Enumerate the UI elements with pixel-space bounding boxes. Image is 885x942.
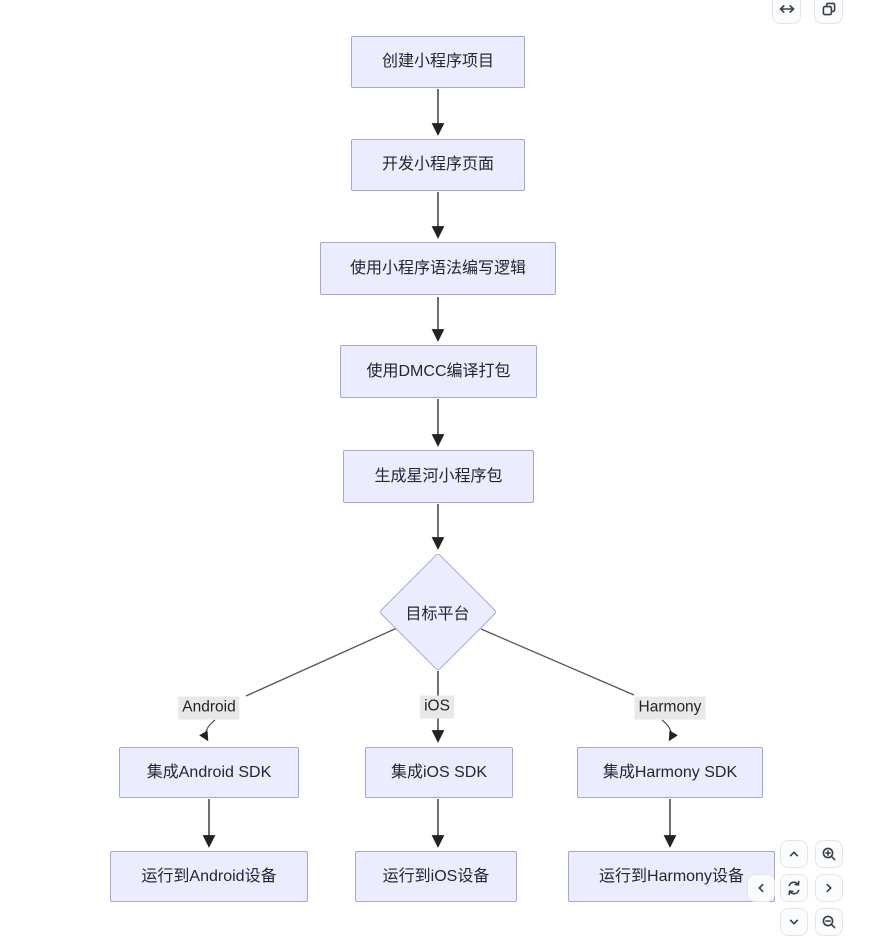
edge-label-ios: iOS <box>420 695 454 719</box>
zoom-in-icon <box>821 846 837 862</box>
node-write-logic: 使用小程序语法编写逻辑 <box>320 242 556 295</box>
edge-label-harmony: Harmony <box>634 696 706 720</box>
pan-up-icon <box>786 846 802 862</box>
node-ios-sdk: 集成iOS SDK <box>365 747 513 798</box>
node-target-platform: 目标平台 <box>378 552 497 671</box>
pan-down-button[interactable] <box>780 908 808 936</box>
node-develop-pages: 开发小程序页面 <box>351 139 525 191</box>
node-generate-package: 生成星河小程序包 <box>343 450 534 503</box>
zoom-out-button[interactable] <box>815 908 843 936</box>
edge-label-android: Android <box>178 696 240 720</box>
zoom-out-icon <box>821 914 837 930</box>
pan-up-button[interactable] <box>780 840 808 868</box>
refresh-button[interactable] <box>780 874 808 902</box>
fit-width-icon <box>778 1 796 17</box>
copy-button[interactable] <box>814 0 843 24</box>
node-create-project: 创建小程序项目 <box>351 36 525 88</box>
pan-left-button[interactable] <box>747 874 775 902</box>
node-android-sdk: 集成Android SDK <box>119 747 299 798</box>
node-label: 目标平台 <box>405 605 470 623</box>
node-run-android: 运行到Android设备 <box>110 851 308 902</box>
pan-left-icon <box>753 880 769 896</box>
node-run-harmony: 运行到Harmony设备 <box>568 851 775 902</box>
zoom-in-button[interactable] <box>815 840 843 868</box>
node-run-ios: 运行到iOS设备 <box>355 851 517 902</box>
pan-right-icon <box>821 880 837 896</box>
node-dmcc-compile: 使用DMCC编译打包 <box>340 345 537 398</box>
pan-down-icon <box>786 914 802 930</box>
refresh-icon <box>786 880 802 896</box>
node-harmony-sdk: 集成Harmony SDK <box>577 747 763 798</box>
copy-icon <box>821 1 837 17</box>
fit-width-button[interactable] <box>772 0 801 24</box>
pan-right-button[interactable] <box>815 874 843 902</box>
